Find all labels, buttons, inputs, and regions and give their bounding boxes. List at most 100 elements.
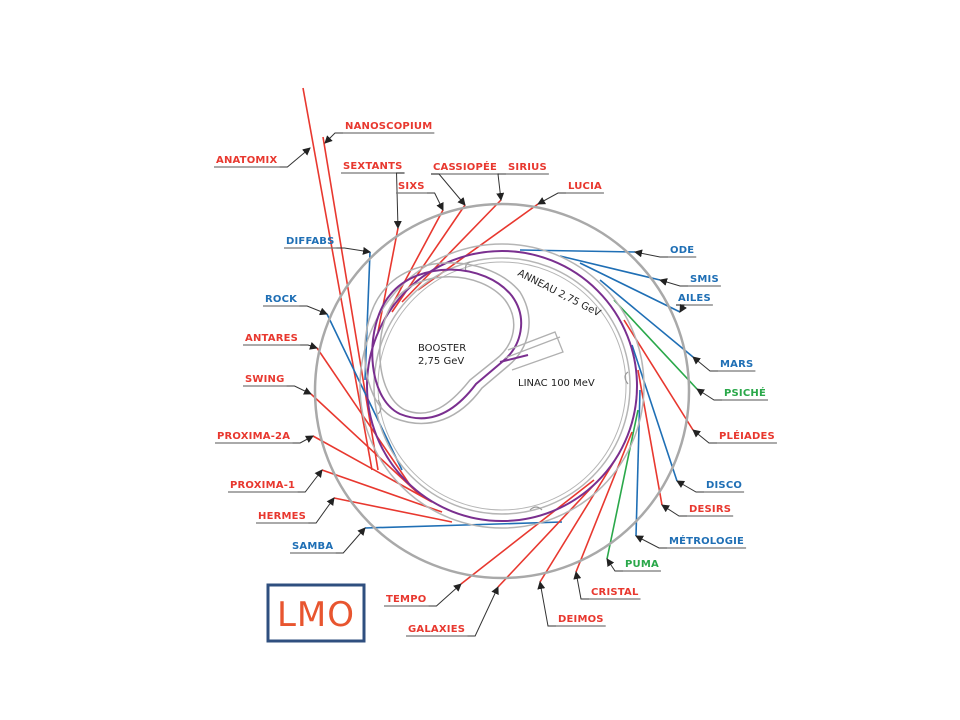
linac-label: LINAC 100 MeV bbox=[518, 378, 595, 389]
beamline-label-anatomix[interactable]: ANATOMIX bbox=[214, 147, 311, 168]
beamline-label-metrologie[interactable]: MÉTROLOGIE bbox=[635, 534, 747, 549]
leader-arrow-icon bbox=[696, 388, 722, 401]
lmo-logo: LMO bbox=[266, 583, 366, 643]
beamline-ode bbox=[519, 249, 636, 253]
leader-arrow-icon bbox=[279, 147, 311, 168]
beamline-anatomix bbox=[302, 87, 373, 471]
logo-text: LMO bbox=[277, 595, 355, 635]
beamline-label-swing[interactable]: SWING bbox=[243, 374, 312, 395]
beamline-name: ODE bbox=[670, 245, 694, 256]
beamline-rock bbox=[326, 313, 403, 471]
leader-arrow-icon bbox=[336, 246, 371, 255]
beamline-name: SAMBA bbox=[292, 541, 333, 552]
beamline-label-hermes[interactable]: HERMES bbox=[256, 497, 335, 524]
beamline-name: ANATOMIX bbox=[216, 155, 277, 166]
leader-arrow-icon bbox=[692, 429, 717, 444]
beamline-name: LUCIA bbox=[568, 181, 602, 192]
beamline-puma bbox=[606, 409, 639, 560]
beamline-label-sextants[interactable]: SEXTANTS bbox=[341, 161, 405, 229]
beamline-label-diffabs[interactable]: DIFFABS bbox=[284, 236, 371, 255]
beamline-label-tempo[interactable]: TEMPO bbox=[384, 583, 462, 607]
beamline-label-disco[interactable]: DISCO bbox=[676, 480, 745, 493]
beamline-label-mars[interactable]: MARS bbox=[692, 356, 756, 372]
beamline-label-ailes[interactable]: AILES bbox=[676, 293, 713, 313]
beamline-name: PSICHÉ bbox=[724, 386, 766, 399]
leader-arrow-icon bbox=[308, 497, 335, 524]
beamline-nanoscopium bbox=[322, 136, 379, 471]
beamline-label-proxima-1[interactable]: PROXIMA-1 bbox=[228, 469, 323, 493]
storage-ring bbox=[359, 243, 645, 529]
beamline-cassiopee bbox=[391, 204, 466, 313]
beamline-disco bbox=[631, 344, 678, 482]
leader-arrow-icon bbox=[659, 278, 688, 287]
leader-arrow-icon bbox=[537, 581, 556, 627]
beamline-sextants bbox=[377, 227, 399, 333]
beamline-swing bbox=[310, 393, 421, 496]
beamline-label-sirius[interactable]: SIRIUS bbox=[496, 162, 549, 201]
beamline-name: SIRIUS bbox=[508, 162, 547, 173]
beamline-diffabs bbox=[364, 251, 371, 381]
beamline-label-rock[interactable]: ROCK bbox=[263, 294, 328, 316]
beamline-label-nanoscopium[interactable]: NANOSCOPIUM bbox=[324, 121, 435, 144]
beamline-label-lucia[interactable]: LUCIA bbox=[537, 181, 604, 205]
beamline-name: CRISTAL bbox=[591, 587, 639, 598]
beamline-smis bbox=[559, 255, 661, 281]
leader-arrow-icon bbox=[676, 480, 704, 493]
leader-arrow-icon bbox=[573, 571, 589, 600]
beamline-label-antares[interactable]: ANTARES bbox=[243, 333, 318, 350]
leader-arrow-icon bbox=[431, 173, 466, 206]
beamline-label-smis[interactable]: SMIS bbox=[659, 274, 721, 287]
beamline-name: PLÉIADES bbox=[719, 429, 775, 442]
beamline-label-cassiopee[interactable]: CASSIOPÉE bbox=[431, 160, 500, 206]
beamline-desirs bbox=[637, 369, 663, 506]
beamline-deimos bbox=[539, 451, 621, 583]
leader-arrow-icon bbox=[300, 341, 318, 350]
leader-arrow-icon bbox=[393, 172, 405, 229]
leader-arrow-icon bbox=[661, 504, 687, 517]
beamline-name: DESIRS bbox=[689, 504, 731, 515]
beamline-label-sixs[interactable]: SIXS bbox=[396, 181, 444, 211]
beamline-name: SIXS bbox=[398, 181, 425, 192]
beamline-name: SEXTANTS bbox=[343, 161, 403, 172]
beamline-name: ANTARES bbox=[245, 333, 298, 344]
beamline-ailes bbox=[579, 262, 681, 313]
booster-ring bbox=[364, 262, 564, 425]
booster-label: BOOSTER bbox=[418, 343, 466, 354]
beamline-name: TEMPO bbox=[386, 594, 426, 605]
beamline-psiche bbox=[613, 299, 698, 390]
beamline-label-galaxies[interactable]: GALAXIES bbox=[406, 586, 499, 637]
beamline-name: DIFFABS bbox=[286, 236, 335, 247]
leader-arrow-icon bbox=[299, 305, 328, 316]
beamline-proxima-2a bbox=[312, 435, 433, 503]
beamline-label-cristal[interactable]: CRISTAL bbox=[573, 571, 641, 600]
beamline-mars bbox=[599, 279, 694, 358]
beamline-cristal bbox=[575, 431, 633, 573]
beamline-label-psiche[interactable]: PSICHÉ bbox=[696, 386, 768, 401]
beamline-label-samba[interactable]: SAMBA bbox=[290, 527, 366, 554]
leader-arrow-icon bbox=[426, 192, 444, 211]
beamline-name: MÉTROLOGIE bbox=[669, 534, 744, 547]
beamline-label-pleiades[interactable]: PLÉIADES bbox=[692, 429, 777, 444]
beamline-label-deimos[interactable]: DEIMOS bbox=[537, 581, 606, 627]
beamline-sirius bbox=[401, 199, 502, 303]
beamline-label-desirs[interactable]: DESIRS bbox=[661, 504, 734, 517]
beamline-name: ROCK bbox=[265, 294, 298, 305]
beamline-label-ode[interactable]: ODE bbox=[634, 245, 697, 258]
experimental-hall-outline bbox=[313, 202, 691, 580]
beamline-hermes bbox=[333, 497, 453, 523]
beamline-label-proxima-2a[interactable]: PROXIMA-2A bbox=[215, 431, 314, 444]
booster-energy-label: 2,75 GeV bbox=[418, 356, 464, 367]
beamline-labels-layer: ANATOMIX NANOSCOPIUM SEXTANTS SIXS CASSIOPÉE… bbox=[214, 121, 777, 637]
beamline-proxima-1 bbox=[321, 469, 443, 513]
beamline-label-puma[interactable]: PUMA bbox=[606, 558, 661, 572]
beamline-metrologie bbox=[635, 389, 641, 537]
beamline-name: PROXIMA-2A bbox=[217, 431, 290, 442]
leader-arrow-icon bbox=[692, 356, 718, 372]
beamlines-layer bbox=[302, 87, 698, 588]
leader-arrow-icon bbox=[635, 535, 667, 549]
leader-arrow-icon bbox=[428, 583, 462, 607]
leader-arrow-icon bbox=[292, 435, 314, 444]
leader-arrow-icon bbox=[606, 558, 623, 572]
leader-arrow-icon bbox=[467, 586, 499, 637]
